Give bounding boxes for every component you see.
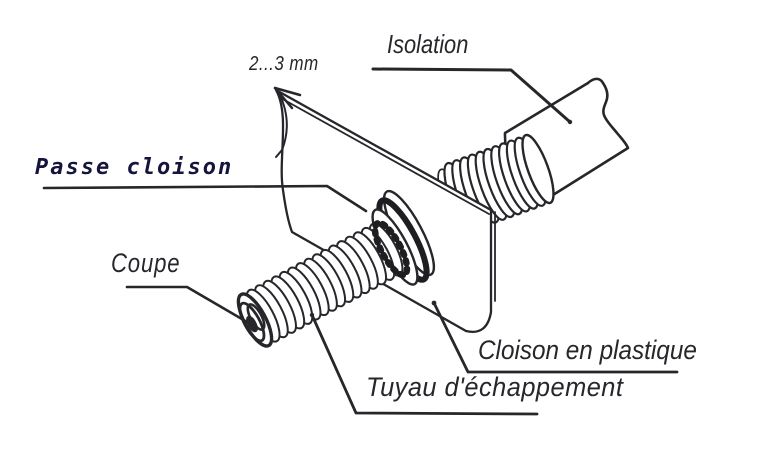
exhaust-pipe-corrugation <box>236 222 404 348</box>
tuyau-echappement-label: Tuyau d'échappement <box>366 372 624 402</box>
passe-cloison-label: Passe cloison <box>35 155 234 180</box>
dimension-arrow <box>273 86 302 158</box>
grommet-serration-ring <box>371 219 411 279</box>
pipe-cut-end <box>236 292 274 348</box>
coupe-leader-line <box>125 285 249 324</box>
dimension-label: 2...3 mm <box>249 53 319 75</box>
coupe-label: Coupe <box>111 248 181 278</box>
isolation-leader-line <box>371 67 573 125</box>
cloison-plastique-leader-line <box>431 300 679 374</box>
passe-cloison-leader-line <box>42 184 368 213</box>
tuyau-echappement-leader-line <box>309 312 539 416</box>
isolation-label: Isolation <box>387 29 469 59</box>
cloison-en-plastique-label: Cloison en plastique <box>478 335 697 365</box>
